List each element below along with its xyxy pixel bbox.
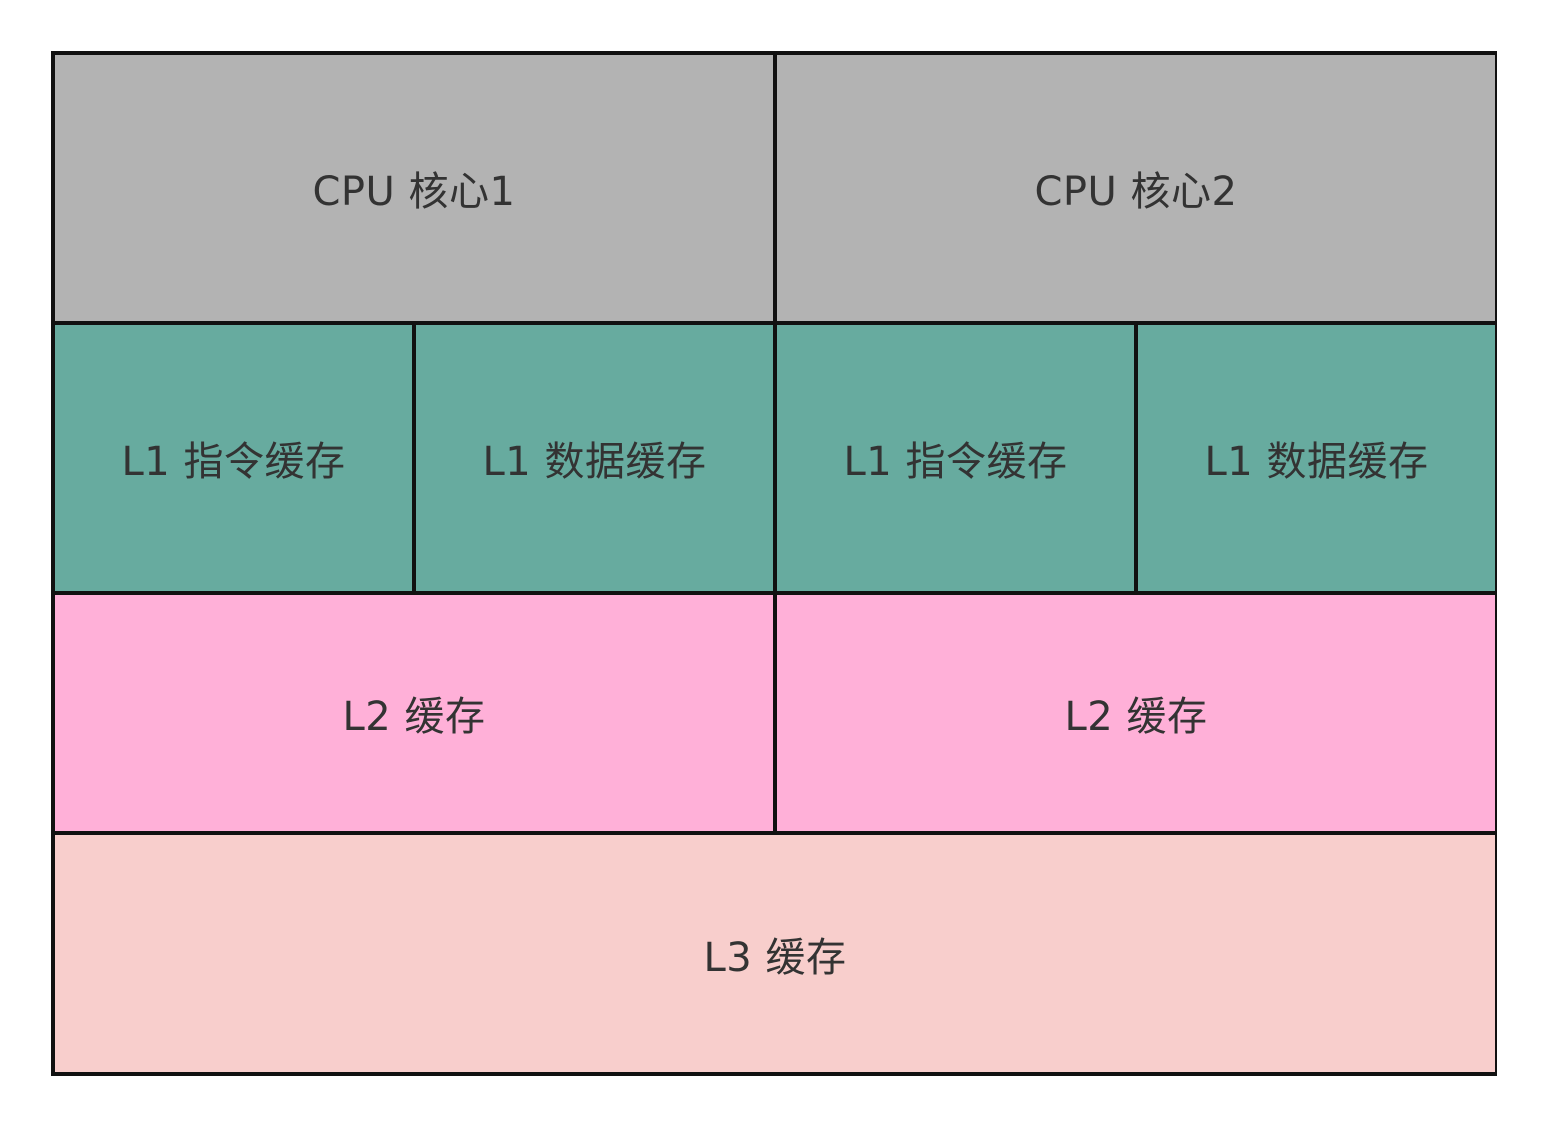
core-2-l1-instruction-cache: L1 指令缓存 [777,325,1134,591]
core-2-l2-cache: L2 缓存 [777,595,1495,831]
shared-l3-cache: L3 缓存 [55,835,1495,1072]
cpu-core-2-block: CPU 核心2 [777,55,1495,321]
core-1-l2-cache: L2 缓存 [55,595,773,831]
cpu-cache-diagram: CPU 核心1 CPU 核心2 L1 指令缓存 L1 数据缓存 L1 指令缓存 … [51,51,1497,1076]
core-1-l1-data-cache: L1 数据缓存 [416,325,773,591]
core-2-l1-data-cache: L1 数据缓存 [1138,325,1495,591]
core-1-l1-instruction-cache: L1 指令缓存 [55,325,412,591]
cpu-core-1-block: CPU 核心1 [55,55,773,321]
